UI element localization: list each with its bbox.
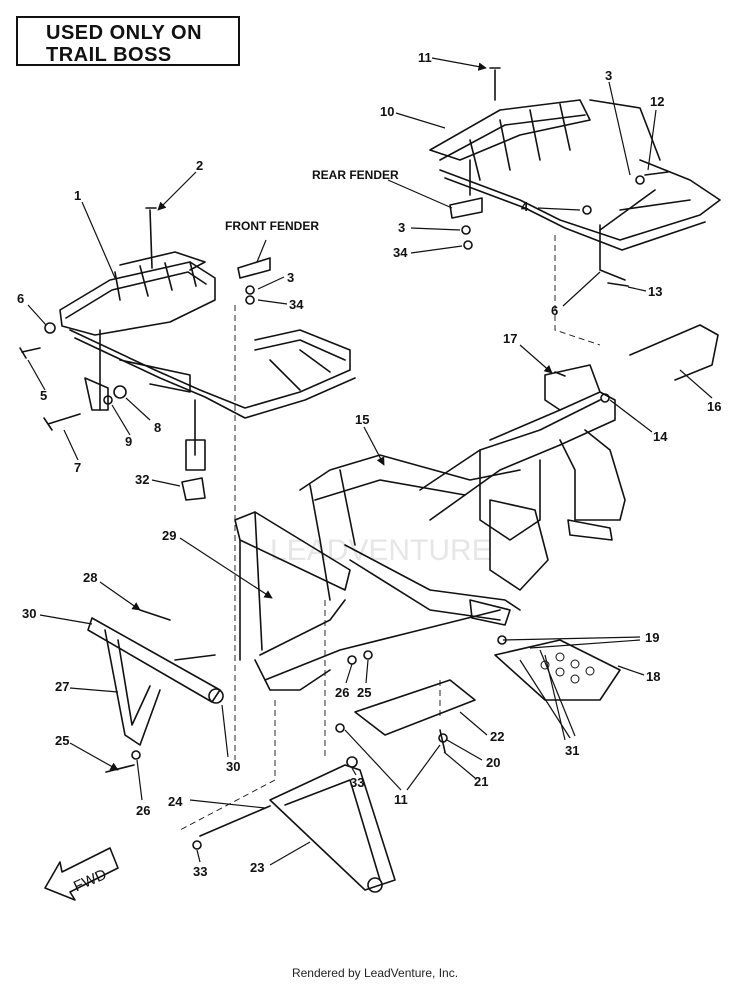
callout-8: 8 (154, 420, 161, 435)
callout-22: 22 (490, 729, 504, 744)
bolt-28 (139, 609, 171, 621)
callout-27: 27 (55, 679, 69, 694)
usage-note-line1: USED ONLY ON (46, 22, 203, 44)
callout-32: 32 (135, 472, 149, 487)
screw-11-top (489, 67, 501, 101)
callout-14: 14 (653, 429, 668, 444)
callout-19: 19 (645, 630, 659, 645)
a-arm-23 (269, 756, 396, 893)
callout-25-mid: 25 (357, 685, 371, 700)
shaft-30-upper (174, 654, 216, 661)
bolt-17 (554, 371, 566, 377)
main-frame (234, 364, 626, 691)
bolt-25-mid (363, 650, 373, 660)
callout-26: 26 (136, 803, 150, 818)
bolt-8 (113, 385, 127, 399)
callout-5: 5 (40, 388, 47, 403)
a-arm-27 (87, 617, 224, 760)
callout-30: 30 (22, 606, 36, 621)
watermark: LEADVENTURE (270, 534, 492, 567)
callout-4: 4 (521, 199, 529, 214)
callout-24: 24 (168, 794, 183, 809)
bolt-12 (644, 171, 669, 176)
callout-21: 21 (474, 774, 488, 789)
callout-15: 15 (355, 412, 369, 427)
washer-3-rear-b (635, 175, 645, 185)
grab-bar-16 (629, 324, 719, 381)
callout-3-rear-top: 3 (605, 68, 612, 83)
washer-3-rear (461, 225, 471, 235)
washer-14 (600, 393, 610, 403)
nut-34-front (245, 295, 255, 305)
callout-23: 23 (250, 860, 264, 875)
callout-26-mid: 26 (335, 685, 349, 700)
callout-30-lower: 30 (226, 759, 240, 774)
callouts: 1 2 3 34 6 5 8 9 7 32 29 28 30 27 25 26 … (17, 50, 721, 879)
callout-1: 1 (74, 188, 81, 203)
callout-29: 29 (162, 528, 176, 543)
callout-33: 33 (193, 864, 207, 879)
footrest-18 (494, 639, 621, 701)
callout-33-right: 33 (350, 775, 364, 790)
front-rack (59, 251, 356, 471)
fwd-arrow: FWD (44, 847, 119, 901)
bolt-13 (607, 282, 629, 287)
callout-18: 18 (646, 669, 660, 684)
callout-20: 20 (486, 755, 500, 770)
callout-11-top: 11 (418, 50, 432, 65)
callout-17: 17 (503, 331, 517, 346)
callout-10: 10 (380, 104, 394, 119)
callout-6: 6 (17, 291, 24, 306)
washer-9 (103, 395, 113, 405)
screw-2 (145, 207, 157, 269)
callout-2: 2 (196, 158, 203, 173)
callout-25: 25 (55, 733, 69, 748)
bolt-25-left (105, 764, 135, 773)
callout-11-lower: 11 (394, 792, 408, 807)
shaft-24 (199, 805, 271, 837)
callout-7: 7 (74, 460, 81, 475)
footer-credit: Rendered by LeadVenture, Inc. (291, 966, 459, 980)
washer-26-mid (347, 655, 357, 665)
callout-13: 13 (648, 284, 662, 299)
bolt-21 (439, 729, 446, 753)
rear-fender-piece (449, 197, 483, 219)
clip-32 (181, 477, 206, 501)
guide-line-3 (554, 235, 601, 346)
bolt-7 (43, 413, 81, 431)
leader-lines (27, 57, 713, 866)
step-plate-22 (354, 679, 476, 736)
washer-3-front (245, 285, 255, 295)
washer-11-lower (335, 723, 345, 733)
callout-9: 9 (125, 434, 132, 449)
front-fender-piece (237, 257, 271, 279)
callout-6-rear: 6 (551, 303, 558, 318)
rear-fender-label: REAR FENDER (312, 168, 399, 182)
washer-6-front (44, 322, 56, 334)
callout-16: 16 (707, 399, 721, 414)
front-fender-label: FRONT FENDER (225, 219, 319, 233)
guide-line-4 (179, 700, 276, 831)
callout-12: 12 (650, 94, 664, 109)
usage-note-box: USED ONLY ON TRAIL BOSS (16, 16, 240, 66)
callout-34: 34 (289, 297, 304, 312)
callout-3: 3 (287, 270, 294, 285)
callout-31: 31 (565, 743, 579, 758)
callout-28: 28 (83, 570, 97, 585)
washer-33-lower (192, 840, 202, 850)
fwd-label: FWD (71, 866, 109, 895)
rear-rack (429, 99, 721, 281)
usage-note-line2: TRAIL BOSS (46, 44, 172, 66)
callout-34-rear: 34 (393, 245, 408, 260)
washer-4 (582, 205, 592, 215)
nut-34-rear (463, 240, 473, 250)
bolt-5 (19, 347, 41, 359)
callout-3-rear: 3 (398, 220, 405, 235)
